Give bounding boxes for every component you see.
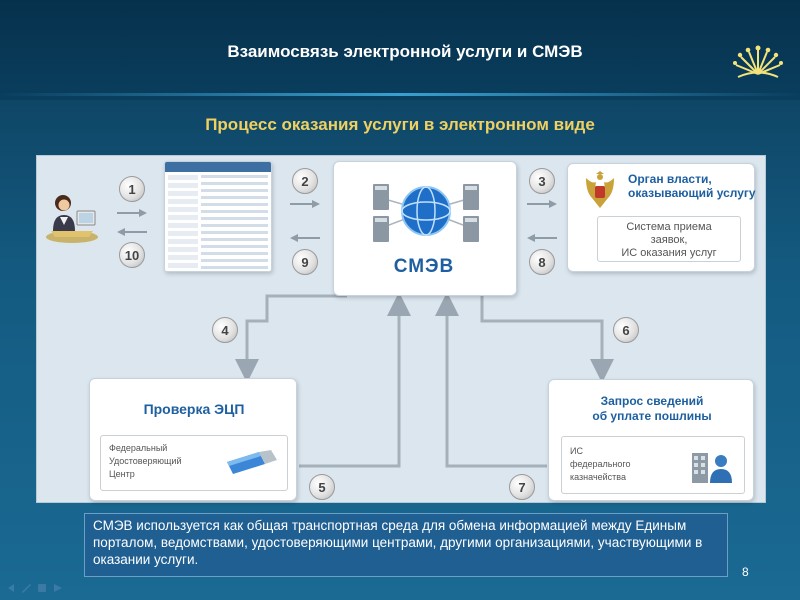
payment-request-title-line-2: об уплате пошлины (592, 409, 712, 423)
arrow-left-icon (290, 234, 320, 242)
payment-request-box: Запрос сведений об уплате пошлины ИС фед… (548, 379, 754, 501)
treasury-system-box: ИС федерального казначейства (561, 436, 745, 494)
treasury-system-line-1: ИС (570, 446, 583, 456)
certification-center-line-1: Федеральный (109, 443, 168, 453)
operator-avatar-icon (46, 195, 98, 243)
diagram-panel: 1 10 2 9 (36, 155, 766, 503)
slide-title: Взаимосвязь электронной услуги и СМЭВ (227, 42, 583, 61)
step-4-badge: 4 (212, 317, 238, 343)
certification-center-box: Федеральный Удостоверяющий Центр (100, 435, 288, 491)
smev-description-note: СМЭВ используется как общая транспортная… (84, 513, 728, 577)
coat-of-arms-icon (586, 171, 614, 208)
arrow-right-icon (117, 209, 147, 217)
arrow-right-icon (527, 200, 557, 208)
slide-subtitle: Процесс оказания услуги в электронном ви… (205, 115, 595, 134)
payment-request-title-line-1: Запрос сведений (600, 394, 704, 408)
step-6-badge: 6 (613, 317, 639, 343)
treasury-building-icon (692, 453, 732, 483)
step-2-badge: 2 (292, 168, 318, 194)
reception-system-line-1: Система приема (626, 221, 712, 233)
header-band (0, 0, 800, 100)
usb-token-icon (227, 450, 277, 474)
certification-center-line-2: Удостоверяющий (109, 456, 182, 466)
step-10-badge: 10 (119, 242, 145, 268)
portal-screenshot (164, 161, 272, 272)
smev-label: СМЭВ (393, 256, 455, 277)
step-3-badge: 3 (529, 168, 555, 194)
slide-navigation-icons[interactable] (6, 582, 72, 594)
treasury-system-line-2: федерального (570, 459, 631, 469)
step-8-badge: 8 (529, 249, 555, 275)
certification-center-line-3: Центр (109, 469, 135, 479)
ecp-title: Проверка ЭЦП (143, 401, 245, 417)
arrow-left-icon (117, 228, 147, 236)
ecp-box: Проверка ЭЦП Федеральный Удостоверяющий … (89, 378, 297, 501)
arrow-right-icon (290, 200, 320, 208)
header-divider (0, 93, 800, 96)
authority-title: Орган власти, оказывающий услугу (628, 172, 756, 200)
network-globe-icon (373, 184, 479, 242)
reception-system-line-2: заявок, (650, 234, 688, 246)
smev-hub: СМЭВ (333, 161, 517, 296)
step-7-badge: 7 (509, 474, 535, 500)
reception-system-box: Система приема заявок, ИС оказания услуг (597, 216, 741, 262)
logo-icon (733, 45, 783, 78)
authority-box: Орган власти, оказывающий услугу Система… (567, 163, 756, 272)
reception-system-line-3: ИС оказания услуг (621, 247, 717, 259)
step-5-badge: 5 (309, 474, 335, 500)
page-number: 8 (742, 565, 749, 579)
treasury-system-line-3: казначейства (570, 472, 626, 482)
step-1-badge: 1 (119, 176, 145, 202)
payment-request-title: Запрос сведений об уплате пошлины (549, 394, 755, 424)
step-9-badge: 9 (292, 249, 318, 275)
arrow-left-icon (527, 234, 557, 242)
